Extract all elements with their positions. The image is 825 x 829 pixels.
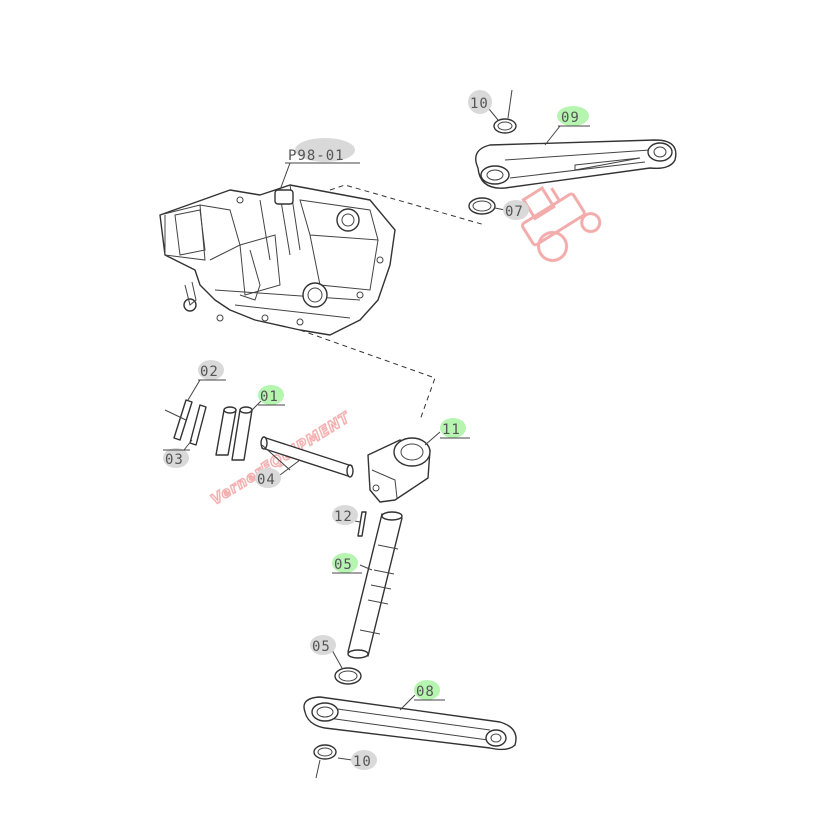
callout-06: 05 xyxy=(310,635,336,655)
callout-08: 08 xyxy=(414,680,445,701)
tractor-logo-icon xyxy=(520,186,602,262)
callout-09: 09 xyxy=(544,106,590,146)
callout-10-bottom: 10 xyxy=(351,750,377,770)
callout-05: 05 xyxy=(332,553,362,574)
label-04: 04 xyxy=(257,472,276,488)
callout-01: 01 xyxy=(258,385,285,406)
pin-12 xyxy=(357,511,367,537)
lift-arm-09 xyxy=(475,139,677,189)
circlip-02 xyxy=(173,399,193,441)
callout-11: 11 xyxy=(440,418,470,439)
main-part-label: P98-01 xyxy=(288,148,345,164)
callout-p98-01: P98-01 xyxy=(279,138,360,191)
crank-11 xyxy=(367,437,431,503)
callout-12: 12 xyxy=(332,505,358,525)
label-05-grey: 05 xyxy=(312,639,331,655)
o-ring-10-top xyxy=(493,118,517,134)
label-02: 02 xyxy=(200,364,219,380)
callout-02: 02 xyxy=(198,360,226,381)
circlip-03 xyxy=(189,404,207,446)
callout-04: 04 xyxy=(255,468,281,488)
label-10-top: 10 xyxy=(470,96,489,112)
label-09: 09 xyxy=(561,110,580,126)
label-03: 03 xyxy=(165,452,184,468)
label-11: 11 xyxy=(442,422,461,438)
callout-03: 03 xyxy=(163,448,190,468)
label-07: 07 xyxy=(505,204,524,220)
label-01: 01 xyxy=(260,389,279,405)
label-10-bottom: 10 xyxy=(353,754,372,770)
assembly-line-11 xyxy=(299,329,436,421)
bushing-01 xyxy=(215,406,253,461)
o-ring-10-bottom xyxy=(313,744,337,760)
lift-arm-08 xyxy=(303,696,517,751)
lift-cover-housing xyxy=(159,184,396,336)
label-08: 08 xyxy=(416,684,435,700)
grey-highlight xyxy=(295,138,355,162)
assembly-line-09 xyxy=(329,184,486,226)
label-12: 12 xyxy=(334,509,353,525)
cross-shaft-05 xyxy=(347,511,403,659)
label-05-green: 05 xyxy=(334,557,353,573)
callout-07: 07 xyxy=(503,200,529,220)
callout-10-top: 10 xyxy=(468,90,492,114)
